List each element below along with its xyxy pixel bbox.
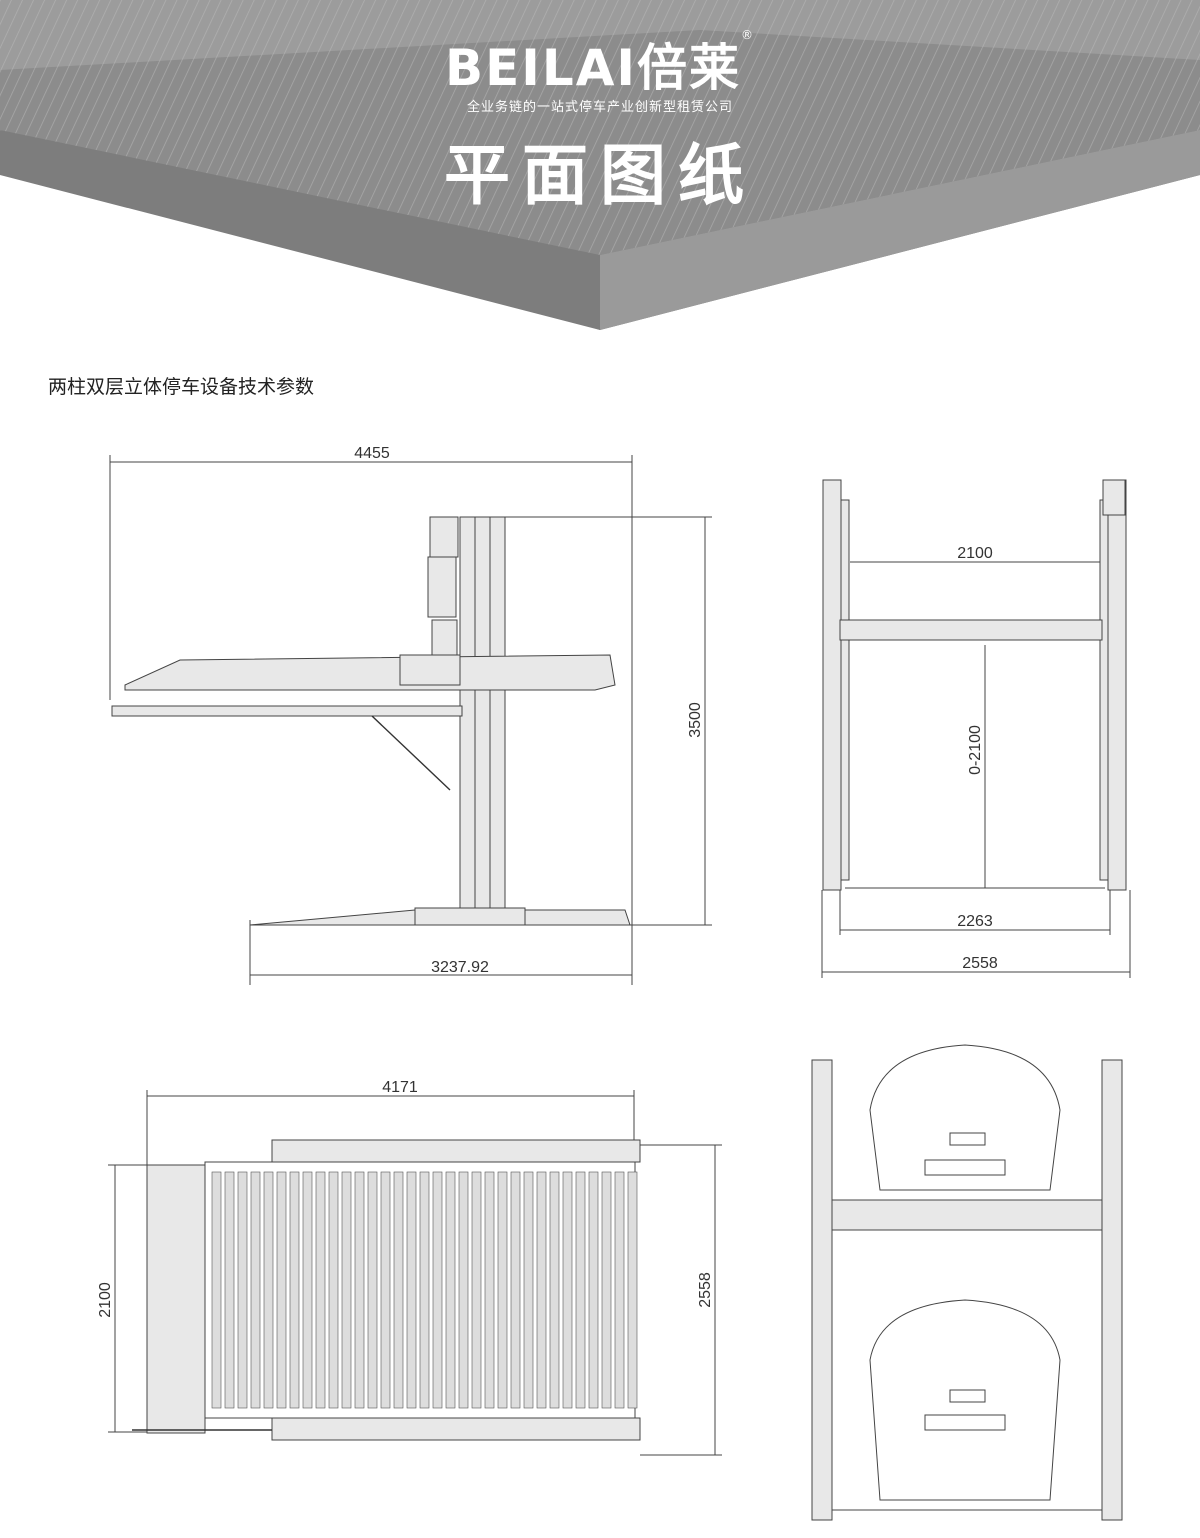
dim-overall-width: 2558 [962, 955, 998, 972]
dim-clear-width: 2100 [957, 545, 993, 562]
platform-slat [549, 1171, 560, 1409]
front-view-drawing: 2100 0-2100 2263 2558 [821, 479, 1131, 978]
dim-plan-overall-width: 2558 [697, 1272, 714, 1308]
platform-slat [601, 1171, 612, 1409]
platform-slat [432, 1171, 443, 1409]
platform-slat [211, 1171, 222, 1409]
section-heading: 两柱双层立体停车设备技术参数 [48, 377, 315, 398]
dim-base-length: 3237.92 [431, 959, 489, 976]
car-lower [869, 1299, 1061, 1501]
platform-slat [458, 1171, 469, 1409]
platform-slat [588, 1171, 599, 1409]
stacked-cars-drawing [811, 1044, 1123, 1521]
dim-lift-height: 0-2100 [967, 725, 984, 775]
header-background [0, 0, 1200, 330]
platform-slat [471, 1171, 482, 1409]
platform-slat [419, 1171, 430, 1409]
platform-slat [224, 1171, 235, 1409]
platform-slat [575, 1171, 586, 1409]
brand-slogan: 全业务链的一站式停车产业创新型租赁公司 [466, 99, 733, 114]
platform-slat [237, 1171, 248, 1409]
platform-slat [302, 1171, 313, 1409]
dim-height: 3500 [687, 702, 704, 738]
platform-slat [497, 1171, 508, 1409]
platform-slat [276, 1171, 287, 1409]
brand-logo: BEILAI倍莱® [444, 28, 756, 97]
platform-slat [354, 1171, 365, 1409]
platform-slat [393, 1171, 404, 1409]
side-view-drawing: 4455 3500 3237.92 [109, 445, 712, 985]
dim-overall-length: 4455 [354, 445, 390, 462]
platform-slat [627, 1171, 638, 1409]
platform-slat [406, 1171, 417, 1409]
dim-plan-platform-width: 2100 [97, 1282, 114, 1318]
platform-slat [614, 1171, 625, 1409]
platform-slat [250, 1171, 261, 1409]
platform-slat [380, 1171, 391, 1409]
platform-slat [523, 1171, 534, 1409]
platform-slat [536, 1171, 547, 1409]
platform-slat [445, 1171, 456, 1409]
header-banner: BEILAI倍莱® 全业务链的一站式停车产业创新型租赁公司 平面图纸 [0, 0, 1200, 340]
platform-slat [484, 1171, 495, 1409]
car-upper [869, 1044, 1061, 1191]
platform-slat [367, 1171, 378, 1409]
dim-platform-width: 2263 [957, 913, 993, 930]
page-title: 平面图纸 [444, 137, 756, 214]
platform-slat [289, 1171, 300, 1409]
platform-slat [263, 1171, 274, 1409]
platform-slat [328, 1171, 339, 1409]
plan-view-drawing: 4171 2100 2558 [97, 1079, 722, 1456]
dim-plan-length: 4171 [382, 1079, 418, 1096]
platform-slat [510, 1171, 521, 1409]
platform-slat [341, 1171, 352, 1409]
platform-slat [315, 1171, 326, 1409]
platform-slat [562, 1171, 573, 1409]
